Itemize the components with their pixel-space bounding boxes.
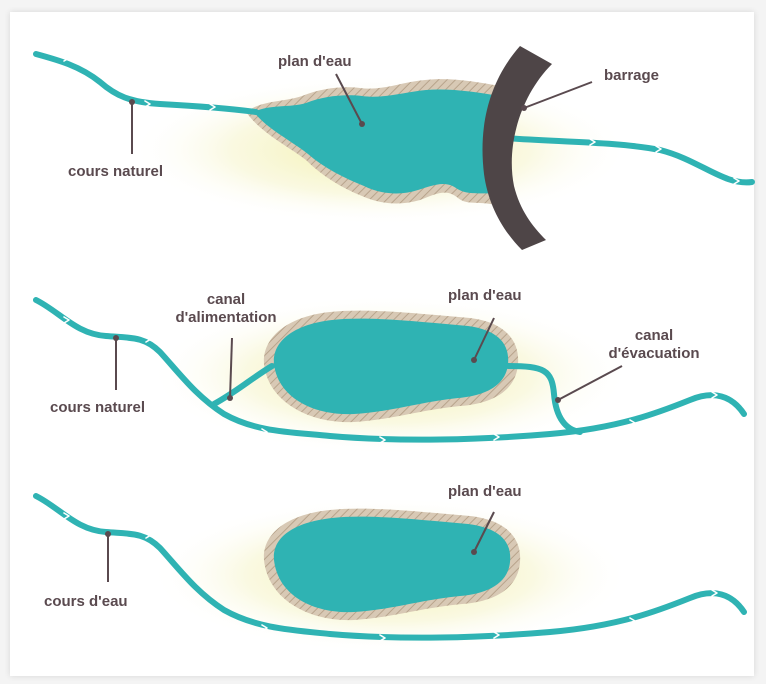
diagram-isolated: cours d'eau plan d'eau [36, 483, 744, 653]
leader-dot [471, 549, 477, 555]
leader-dot [113, 335, 119, 341]
label-water-body-3: plan d'eau [448, 483, 522, 500]
label-water-body-1: plan d'eau [278, 53, 352, 70]
leader-dot [105, 531, 111, 537]
leader-dot [555, 397, 561, 403]
label-feed-canal-line1: canal [207, 291, 245, 308]
label-watercourse: cours d'eau [44, 593, 128, 610]
label-feed-canal-line2: d'alimentation [175, 309, 276, 326]
label-natural-course-1: cours naturel [68, 163, 163, 180]
label-natural-course-2: cours naturel [50, 399, 145, 416]
label-water-body-2: plan d'eau [448, 287, 522, 304]
leader-dot [471, 357, 477, 363]
leader-dot [521, 105, 527, 111]
label-drain-canal-line2: d'évacuation [608, 345, 699, 362]
label-drain-canal-line1: canal [635, 327, 673, 344]
diagram-diversion: cours naturel canal d'alimentation plan … [36, 287, 744, 455]
leader-dot [227, 395, 233, 401]
label-dam: barrage [604, 67, 659, 84]
leader-dot [359, 121, 365, 127]
leader-dot [129, 99, 135, 105]
diagram-dam: cours naturel plan d'eau barrage [36, 46, 752, 250]
